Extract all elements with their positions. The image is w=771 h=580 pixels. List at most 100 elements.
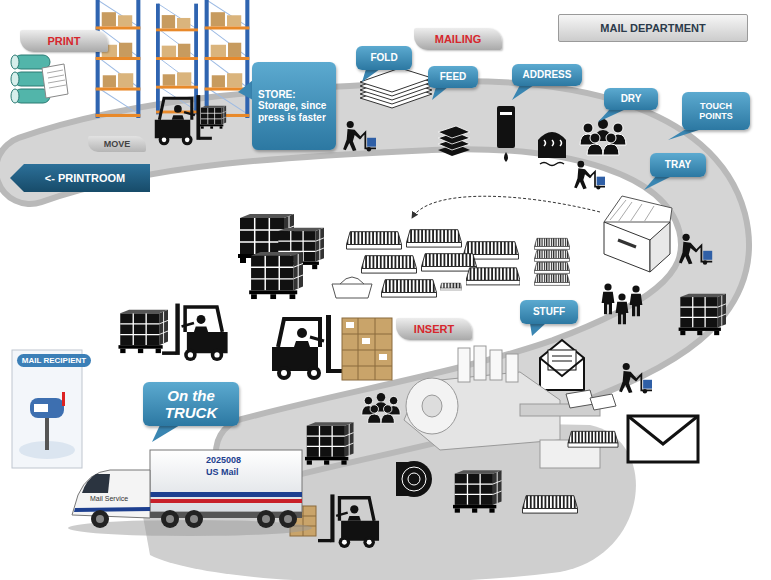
stage-tab: PRINT: [20, 30, 108, 52]
mail-truck: [185, 510, 203, 528]
touch-point-crowd: [580, 119, 626, 155]
feed-stack: [438, 126, 470, 156]
callout-bubble: ADDRESS: [512, 64, 582, 86]
callout-tails: [432, 87, 448, 100]
envelope: [628, 416, 698, 462]
callout-bubble: FOLD: [356, 46, 412, 70]
press-rollers: [11, 55, 19, 69]
address-printer: [497, 106, 515, 162]
inserter-machine: [474, 346, 486, 380]
stacked-trays: [535, 238, 570, 285]
mail-truck: [262, 515, 270, 523]
mail-truck: [150, 499, 302, 503]
press-rollers: [11, 72, 19, 86]
stage-tab: INSERT: [396, 318, 472, 340]
inserter-machine: [422, 395, 442, 417]
mail-trays: [466, 268, 520, 285]
mail-trays: [347, 232, 402, 249]
node-text: FOLD: [370, 52, 397, 64]
feed-stack: [438, 126, 470, 138]
node-text: MOVE: [104, 139, 131, 149]
dryer: [538, 132, 566, 166]
mail-truck: [257, 510, 275, 528]
node-text: On the TRUCK: [149, 387, 233, 422]
stacked-trays: [535, 274, 570, 285]
forklift: [272, 315, 346, 380]
storage-racks: [96, 0, 250, 118]
pallet: [305, 422, 354, 464]
paper-stack: [360, 68, 432, 108]
stacked-trays: [535, 262, 570, 273]
forklift: [290, 494, 379, 548]
callout-tails: [644, 176, 672, 190]
direction-banner: <- PRINTROOM: [10, 164, 150, 192]
inserter-machine: [520, 404, 600, 416]
loose-mail: [568, 431, 618, 447]
node-text: <- PRINTROOM: [45, 172, 125, 185]
node-text: ADDRESS: [523, 69, 572, 81]
loose-mail: [590, 394, 616, 410]
worker-cart: [343, 121, 376, 152]
node-text: TRAY: [665, 159, 691, 171]
envelope: [628, 416, 698, 444]
truck-text: Mail Service: [90, 495, 128, 503]
press-rollers: [11, 89, 19, 103]
paper-roll: [402, 467, 426, 491]
basket: [340, 277, 364, 284]
callout-tails: [512, 85, 534, 100]
recipient-panel: [45, 416, 49, 450]
tray-box: [604, 196, 672, 272]
recipient-panel: [12, 350, 82, 468]
forklift: [118, 304, 227, 362]
tray-box: [604, 196, 672, 222]
storage-racks: [96, 0, 141, 118]
worker-cart: [679, 234, 712, 265]
mail-truck: [190, 515, 198, 523]
mail-trays: [347, 230, 521, 297]
inserter-machine: [404, 346, 600, 468]
envelope: [628, 416, 698, 462]
workers: [616, 293, 629, 324]
callout-bubble: TOUCH POINTS: [682, 92, 750, 130]
forklift: [155, 95, 226, 145]
inserter-machine: [490, 350, 502, 380]
forklift: [346, 322, 354, 328]
workers: [602, 283, 643, 324]
stuff-envelope: [540, 340, 584, 390]
press-rollers: [11, 55, 68, 103]
stuff-envelope: [552, 356, 572, 361]
node-text: STUFF: [533, 306, 565, 318]
basket: [332, 284, 372, 298]
title-box: MAIL DEPARTMENT: [558, 14, 748, 42]
forklift: [362, 338, 370, 344]
stuff-envelope: [540, 358, 584, 376]
mail-trays: [362, 256, 417, 273]
worker-cart: [574, 161, 605, 190]
node-text: TOUCH POINTS: [688, 101, 744, 122]
forklift: [118, 310, 168, 353]
recipient-panel: [62, 392, 65, 406]
mail-truck: [74, 507, 150, 512]
forklift: [379, 354, 387, 360]
mail-trays: [440, 283, 462, 290]
node-text: INSERT: [414, 323, 454, 336]
address-printer: [497, 106, 515, 148]
press-rollers: [42, 64, 68, 98]
recipient-panel: [12, 350, 82, 468]
worker-crowd: [362, 393, 401, 423]
callout-tails: [362, 69, 380, 82]
recipient-panel: MAIL RECIPIENT: [12, 350, 96, 468]
callout-tails: [668, 129, 702, 140]
stacked-trays: [535, 250, 570, 261]
node-text: MAIL RECIPIENT: [17, 354, 91, 367]
node-text: FEED: [440, 71, 467, 83]
node-text: MAILING: [435, 33, 481, 46]
node-text: STORE: Storage, since press is faster: [258, 89, 330, 124]
callout-tails: [530, 323, 546, 336]
forklift: [200, 106, 226, 129]
callout-bubble: On the TRUCK: [143, 382, 239, 426]
callout-tails: [598, 109, 626, 122]
dryer: [544, 140, 562, 146]
tray-box: [650, 222, 670, 272]
